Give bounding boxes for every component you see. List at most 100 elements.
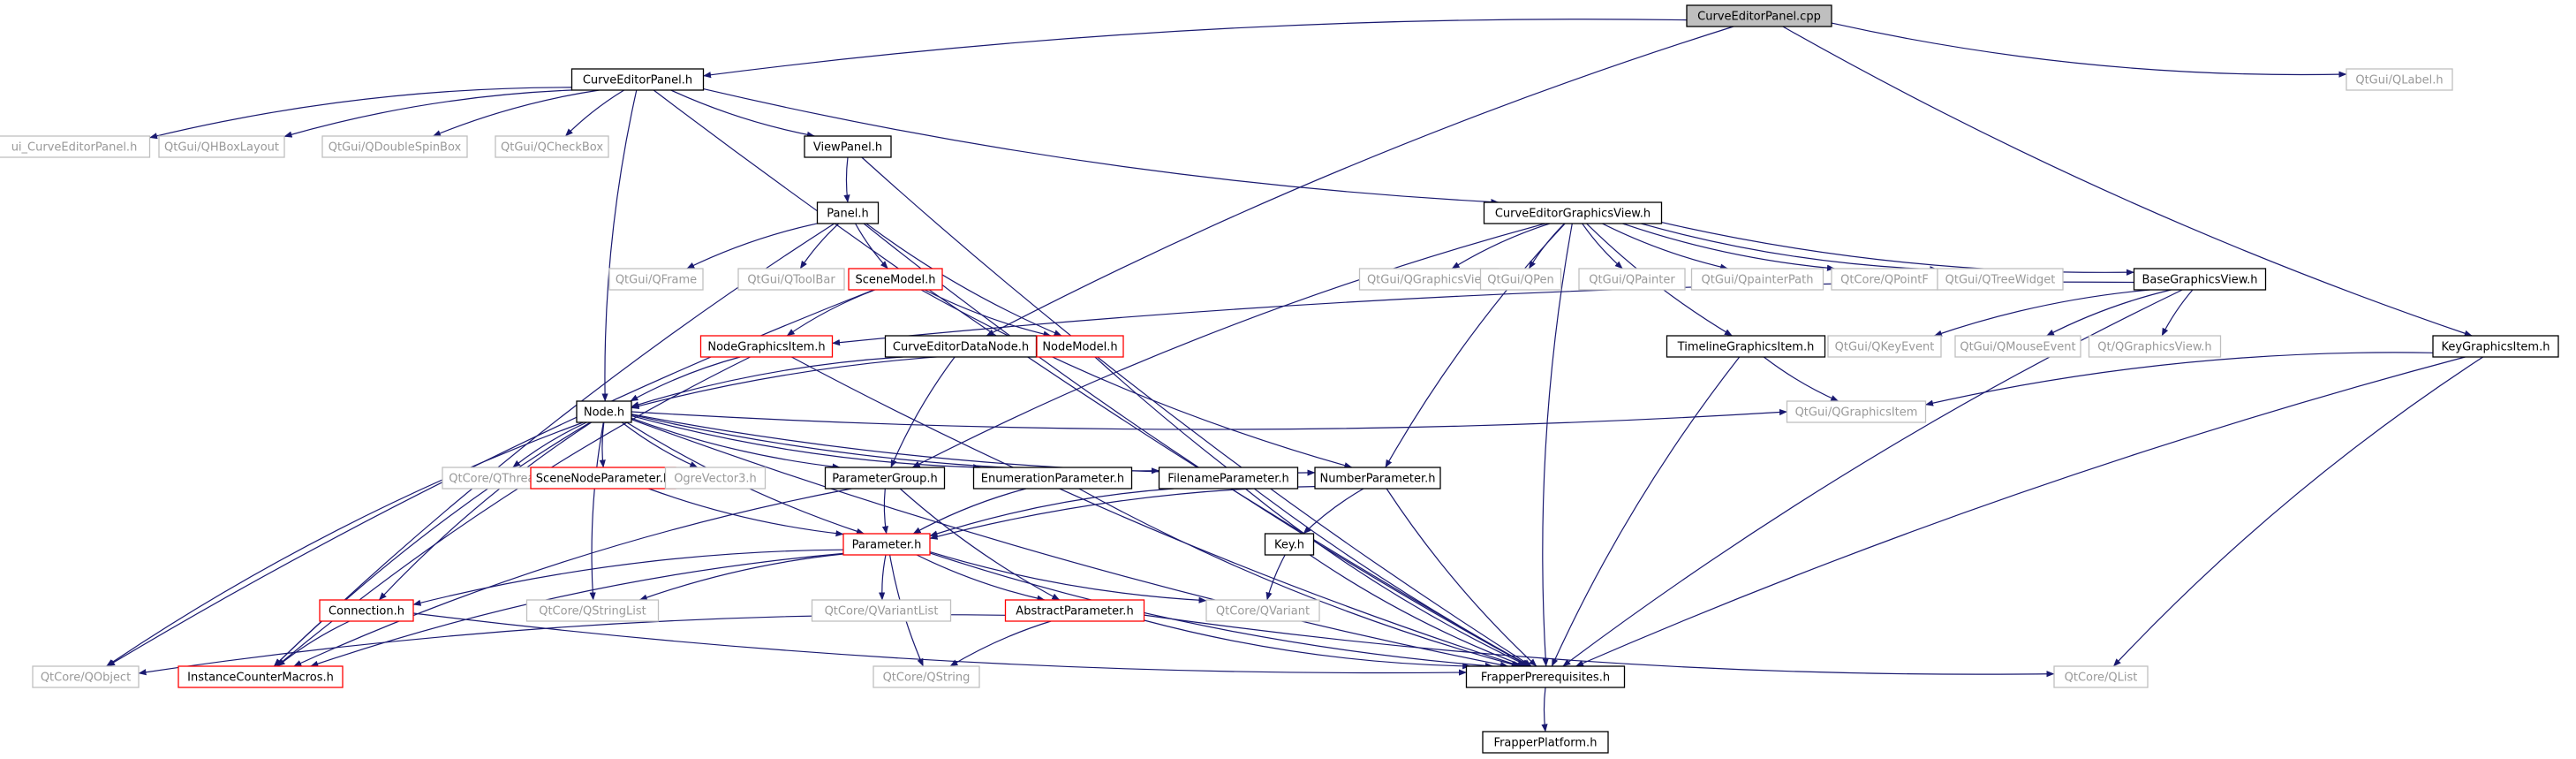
edge-cegv-to-qtreewidget xyxy=(1641,223,1938,273)
node-tgi[interactable]: TimelineGraphicsItem.h xyxy=(1666,335,1826,358)
node-qtoolbar[interactable]: QtGui/QToolBar xyxy=(737,268,845,291)
node-ogrevec[interactable]: OgreVector3.h xyxy=(664,467,767,490)
node-qtreewidget[interactable]: QtGui/QTreeWidget xyxy=(1937,268,2064,291)
node-qvariantlist[interactable]: QtCore/QVariantList xyxy=(811,599,952,622)
edge-cegv-to-fprereq xyxy=(1542,223,1573,667)
node-kgi[interactable]: KeyGraphicsItem.h xyxy=(2432,335,2559,358)
node-qvariant[interactable]: QtCore/QVariant xyxy=(1205,599,1320,622)
node-label-qpointf: QtCore/QPointF xyxy=(1840,274,1929,287)
node-box-icm xyxy=(178,665,344,688)
node-icm[interactable]: InstanceCounterMacros.h xyxy=(178,665,344,688)
node-box-qpainterpath xyxy=(1690,268,1824,291)
node-cegv[interactable]: CurveEditorGraphicsView.h xyxy=(1483,201,1663,224)
node-label-qgvh: Qt/QGraphicsView.h xyxy=(2097,341,2211,354)
edges-layer xyxy=(106,19,2484,732)
node-box-qhbox xyxy=(158,135,285,158)
node-ui_cep[interactable]: ui_CurveEditorPanel.h xyxy=(0,135,151,158)
node-param[interactable]: Parameter.h xyxy=(842,533,931,556)
node-fprereq[interactable]: FrapperPrerequisites.h xyxy=(1465,665,1626,688)
edge-panel-to-fprereq xyxy=(863,223,1530,667)
edge-tgi-to-fprereq xyxy=(1551,356,1741,667)
node-qhbox[interactable]: QtGui/QHBoxLayout xyxy=(158,135,285,158)
edge-nump-to-param xyxy=(929,486,1316,540)
node-qkeyevent[interactable]: QtGui/QKeyEvent xyxy=(1827,335,1942,358)
edge-nodemodel-to-node xyxy=(631,352,1038,410)
node-qpointf[interactable]: QtCore/QPointF xyxy=(1831,268,1938,291)
node-label-conn: Connection.h xyxy=(329,605,404,619)
node-nump[interactable]: NumberParameter.h xyxy=(1314,467,1441,490)
node-qlabel[interactable]: QtGui/QLabel.h xyxy=(2346,68,2453,91)
node-box-cegv xyxy=(1483,201,1663,224)
node-label-qtreewidget: QtGui/QTreeWidget xyxy=(1945,274,2056,287)
edge-panel-to-qtoolbar xyxy=(799,223,840,269)
node-node[interactable]: Node.h xyxy=(576,400,632,423)
edge-viewpanel-to-panel xyxy=(843,156,850,203)
node-qstringlist[interactable]: QtCore/QStringList xyxy=(525,599,660,622)
node-qpainter[interactable]: QtGui/QPainter xyxy=(1578,268,1686,291)
edge-snp-to-param xyxy=(648,488,844,537)
node-nodemodel[interactable]: NodeModel.h xyxy=(1036,335,1124,358)
node-key[interactable]: Key.h xyxy=(1264,533,1315,556)
node-label-qmouseevent: QtGui/QMouseEvent xyxy=(1960,341,2075,354)
node-label-ngi: NodeGraphicsItem.h xyxy=(707,341,825,354)
node-qpen[interactable]: QtGui/QPen xyxy=(1479,268,1562,291)
edge-node-to-conn xyxy=(378,421,593,601)
edge-node-to-fprereq xyxy=(631,419,1508,668)
node-qgi[interactable]: QtGui/QGraphicsItem xyxy=(1786,400,1927,423)
node-qmouseevent[interactable]: QtGui/QMouseEvent xyxy=(1954,335,2081,358)
edge-scenemodel-to-nodemodel xyxy=(924,289,1052,338)
node-label-fprereq: FrapperPrerequisites.h xyxy=(1481,672,1610,685)
node-bgv[interactable]: BaseGraphicsView.h xyxy=(2133,268,2267,291)
node-qstring[interactable]: QtCore/QString xyxy=(873,665,980,688)
edge-node-to-qthread xyxy=(512,421,587,468)
node-box-enump xyxy=(972,467,1133,490)
node-panel[interactable]: Panel.h xyxy=(816,201,880,224)
node-box-scenemodel xyxy=(848,268,943,291)
node-viewpanel[interactable]: ViewPanel.h xyxy=(804,135,892,158)
edge-node-to-pgroup xyxy=(631,417,841,470)
node-label-cedn: CurveEditorDataNode.h xyxy=(893,341,1029,354)
edge-kgi-to-fprereq xyxy=(1575,356,2466,667)
edge-param-to-fprereq xyxy=(929,552,1493,669)
edge-conn-to-fprereq xyxy=(412,612,1467,676)
node-conn[interactable]: Connection.h xyxy=(319,599,414,622)
node-label-qobject: QtCore/QObject xyxy=(41,672,131,685)
edge-pgroup-to-icm xyxy=(293,488,852,667)
node-scenemodel[interactable]: SceneModel.h xyxy=(848,268,943,291)
edge-node-to-qobject xyxy=(106,421,584,667)
node-absp[interactable]: AbstractParameter.h xyxy=(1004,599,1145,622)
node-box-cep_cpp xyxy=(1686,4,1832,27)
node-ngi[interactable]: NodeGraphicsItem.h xyxy=(699,335,834,358)
node-pgroup[interactable]: ParameterGroup.h xyxy=(824,467,946,490)
node-cep_cpp[interactable]: CurveEditorPanel.cpp xyxy=(1686,4,1832,27)
node-label-qcheck: QtGui/QCheckBox xyxy=(501,141,603,155)
node-box-snp xyxy=(530,467,676,490)
node-label-param: Parameter.h xyxy=(852,539,922,552)
node-qcheck[interactable]: QtGui/QCheckBox xyxy=(495,135,609,158)
node-qlist[interactable]: QtCore/QList xyxy=(2053,665,2149,688)
node-cep_h[interactable]: CurveEditorPanel.h xyxy=(570,68,705,91)
node-qgvh[interactable]: Qt/QGraphicsView.h xyxy=(2088,335,2222,358)
node-box-pgroup xyxy=(824,467,946,490)
node-fplat[interactable]: FrapperPlatform.h xyxy=(1482,731,1609,754)
node-qobject[interactable]: QtCore/QObject xyxy=(32,665,140,688)
edge-param-to-qvariantlist xyxy=(879,554,887,601)
node-box-fplat xyxy=(1482,731,1609,754)
node-cedn[interactable]: CurveEditorDataNode.h xyxy=(884,335,1038,358)
node-qpainterpath[interactable]: QtGui/QpainterPath xyxy=(1690,268,1824,291)
node-label-qpainter: QtGui/QPainter xyxy=(1589,274,1675,287)
node-label-qlist: QtCore/QList xyxy=(2065,672,2138,685)
node-label-qgv: QtGui/QGraphicsView xyxy=(1367,274,1491,287)
node-qgv[interactable]: QtGui/QGraphicsView xyxy=(1358,268,1500,291)
node-label-qpen: QtGui/QPen xyxy=(1487,274,1553,287)
node-label-nump: NumberParameter.h xyxy=(1319,473,1435,486)
node-label-qstring: QtCore/QString xyxy=(883,672,971,685)
node-qdspin[interactable]: QtGui/QDoubleSpinBox xyxy=(321,135,468,158)
node-qframe[interactable]: QtGui/QFrame xyxy=(608,268,704,291)
node-snp[interactable]: SceneNodeParameter.h xyxy=(530,467,676,490)
edge-param-to-qvariant xyxy=(929,551,1207,603)
node-enump[interactable]: EnumerationParameter.h xyxy=(972,467,1133,490)
node-filep[interactable]: FilenameParameter.h xyxy=(1158,467,1299,490)
edge-cep_h-to-qdspin xyxy=(432,89,600,137)
node-label-icm: InstanceCounterMacros.h xyxy=(187,672,334,685)
